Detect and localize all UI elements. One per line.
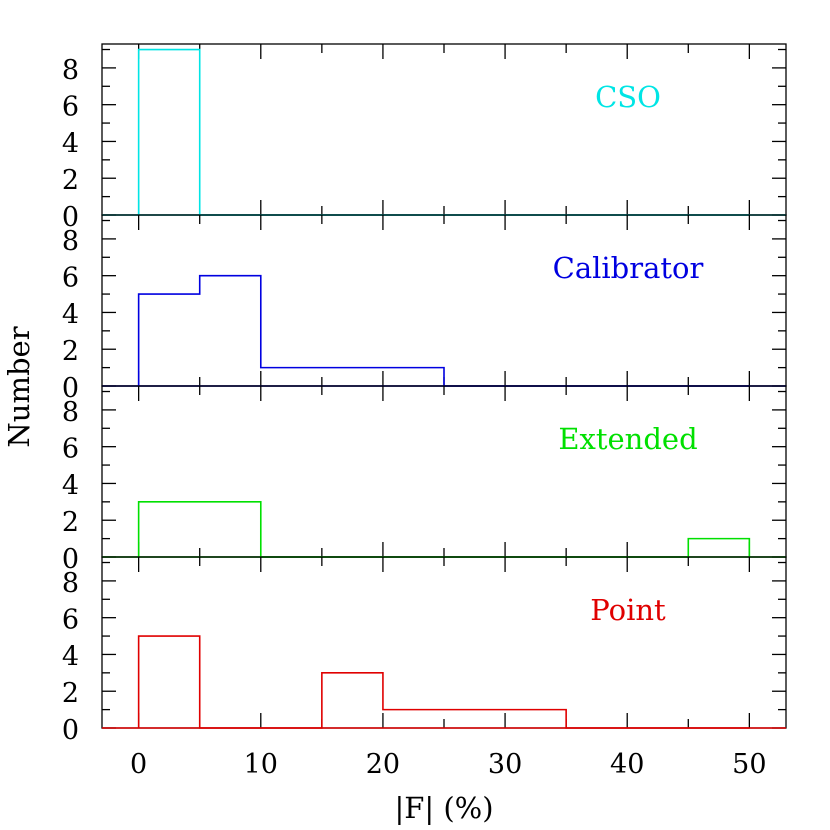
- histogram-calibrator: [137, 274, 750, 387]
- y-tick-label: 8: [62, 568, 79, 599]
- y-tick-label: 2: [62, 165, 79, 196]
- y-tick-label: 6: [62, 263, 79, 294]
- x-tick-label: 50: [732, 749, 766, 780]
- histogram-cso: [137, 48, 750, 216]
- x-tick-label: 30: [488, 749, 522, 780]
- y-tick-label: 4: [62, 470, 79, 501]
- y-tick-label: 4: [62, 299, 79, 330]
- y-tick-label: 0: [62, 715, 79, 746]
- panel-label: Point: [590, 593, 666, 627]
- x-tick-labels: 0 10 20 30 40 50: [130, 749, 766, 780]
- x-tick-label: 10: [244, 749, 278, 780]
- y-tick-label: 8: [62, 55, 79, 86]
- y-tick-label: 4: [62, 128, 79, 159]
- y-tick-label: 0: [62, 202, 79, 233]
- x-axis-label: |F| (%): [394, 791, 493, 825]
- panel-frame: [101, 556, 787, 729]
- x-tick-label: 0: [130, 749, 147, 780]
- y-tick-label: 2: [62, 507, 79, 538]
- x-tick-label: 40: [610, 749, 644, 780]
- panel-frame: [101, 214, 787, 387]
- panel-frame: [101, 385, 787, 558]
- y-tick-label: 0: [62, 373, 79, 404]
- panel-label: Calibrator: [553, 251, 704, 285]
- panel-label: CSO: [595, 80, 661, 114]
- y-tick-label: 0: [62, 544, 79, 575]
- y-tick-label: 8: [62, 397, 79, 428]
- y-tick-label: 4: [62, 641, 79, 672]
- panel-frame: [101, 43, 787, 216]
- panel-label: Extended: [558, 422, 697, 456]
- y-tick-label: 6: [62, 434, 79, 465]
- y-tick-label: 6: [62, 92, 79, 123]
- y-tick-label: 8: [62, 226, 79, 257]
- panels: 02468CSO02468Calibrator02468Extended0246…: [62, 43, 787, 746]
- y-tick-label: 6: [62, 605, 79, 636]
- histogram-point: [137, 635, 750, 729]
- y-axis-label: Number: [2, 326, 36, 447]
- y-tick-label: 2: [62, 678, 79, 709]
- x-tick-label: 20: [366, 749, 400, 780]
- y-tick-label: 2: [62, 336, 79, 367]
